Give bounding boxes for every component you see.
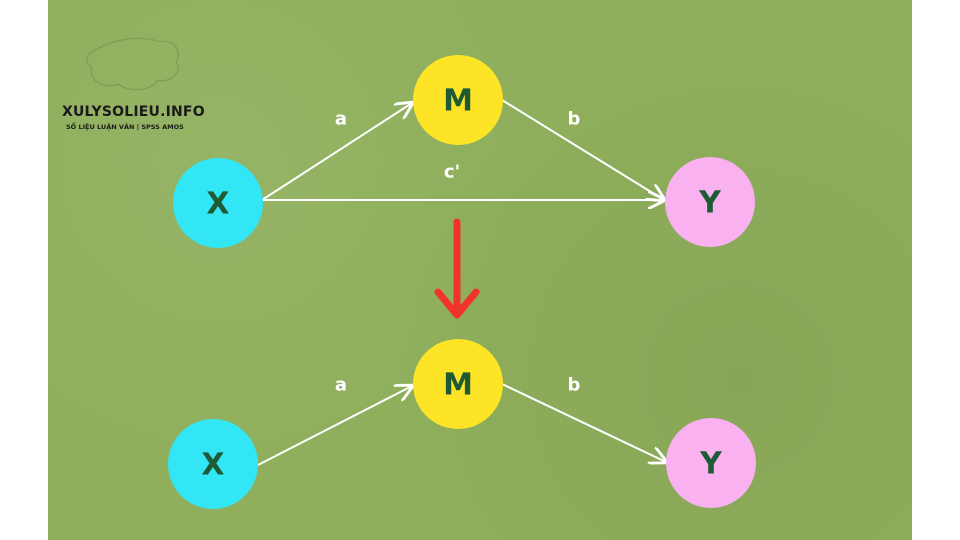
map-outline-icon	[86, 37, 179, 91]
top-edge-a-label: a	[335, 109, 347, 130]
down-arrow-icon	[434, 218, 480, 319]
bottom-node-x-label: X	[201, 448, 224, 483]
bottom-node-y	[666, 418, 756, 508]
bottom-edge-b-label: b	[568, 375, 581, 396]
bottom-edge-b	[501, 383, 666, 462]
bottom-node-y-label: Y	[699, 447, 723, 482]
logo-subtitle: SỐ LIỆU LUẬN VĂN | SPSS AMOS	[66, 123, 184, 131]
bottom-edge-a-label: a	[335, 375, 347, 396]
top-node-m-label: M	[443, 84, 473, 119]
top-node-x-label: X	[206, 187, 229, 222]
bottom-edge-a	[257, 386, 412, 466]
logo: XULYSOLIEU.INFO SỐ LIỆU LUẬN VĂN | SPSS …	[62, 104, 205, 131]
top-edge-b	[501, 99, 664, 200]
logo-title: XULYSOLIEU.INFO	[62, 104, 205, 120]
top-node-y	[665, 157, 755, 247]
top-node-y-label: Y	[698, 186, 722, 221]
top-edge-a	[261, 103, 412, 201]
bottom-node-m-label: M	[443, 368, 473, 403]
bottom-node-m	[413, 339, 503, 429]
top-edge-b-label: b	[568, 109, 581, 130]
bottom-node-x	[168, 419, 258, 509]
top-edge-c-prime-label: c'	[444, 162, 460, 183]
top-node-m	[413, 55, 503, 145]
top-node-x	[173, 158, 263, 248]
